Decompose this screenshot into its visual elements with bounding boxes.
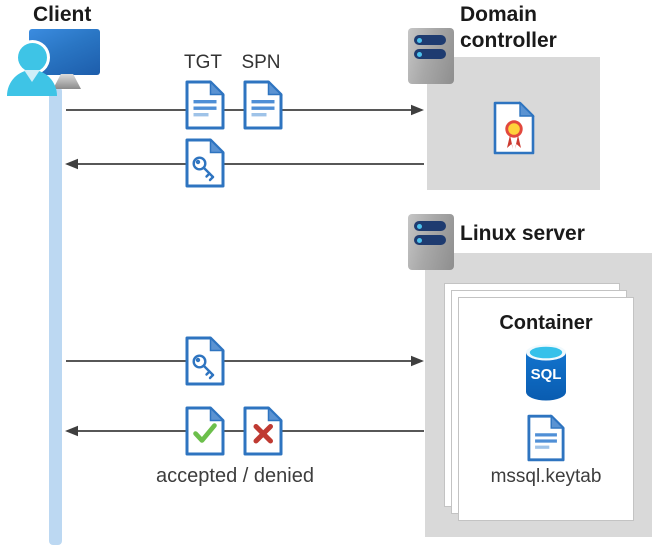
denied-document-icon — [243, 406, 283, 456]
accepted-denied-label: accepted / denied — [156, 465, 314, 487]
arrow-domain-controller-to-client — [65, 158, 424, 170]
certificate-icon — [493, 101, 535, 155]
monitor-stand-icon — [53, 74, 81, 89]
spn-label: SPN — [241, 52, 281, 73]
tgt-label: TGT — [184, 52, 222, 73]
container-card: Container SQL mssq — [458, 297, 634, 521]
person-icon — [18, 43, 47, 72]
spn-document-icon — [243, 80, 283, 130]
accepted-document-icon — [185, 406, 225, 456]
server-slot — [414, 35, 446, 45]
sql-cylinder-icon — [526, 344, 566, 401]
domain-controller-server-icon — [408, 28, 454, 84]
client-lifeline — [49, 87, 62, 545]
domain-controller-label: Domain controller — [460, 3, 557, 52]
server-led — [417, 237, 422, 243]
container-label: Container — [499, 312, 593, 334]
client-label: Client — [33, 3, 92, 26]
tgt-document-icon — [185, 80, 225, 130]
server-led — [417, 51, 422, 57]
keytab-label: mssql.keytab — [490, 466, 602, 488]
sql-label: SQL — [530, 366, 562, 384]
linux-server-icon — [408, 214, 454, 270]
server-slot — [414, 221, 446, 231]
server-slot — [414, 235, 446, 245]
server-led — [417, 37, 422, 43]
keytab-document-icon — [527, 414, 565, 462]
key-ticket-icon — [185, 336, 225, 386]
server-slot — [414, 49, 446, 59]
arrow-client-to-linux-server — [66, 355, 424, 367]
sql-database-icon: SQL — [524, 344, 568, 402]
server-led — [417, 223, 422, 229]
key-ticket-icon — [185, 138, 225, 188]
linux-server-label: Linux server — [460, 222, 585, 245]
